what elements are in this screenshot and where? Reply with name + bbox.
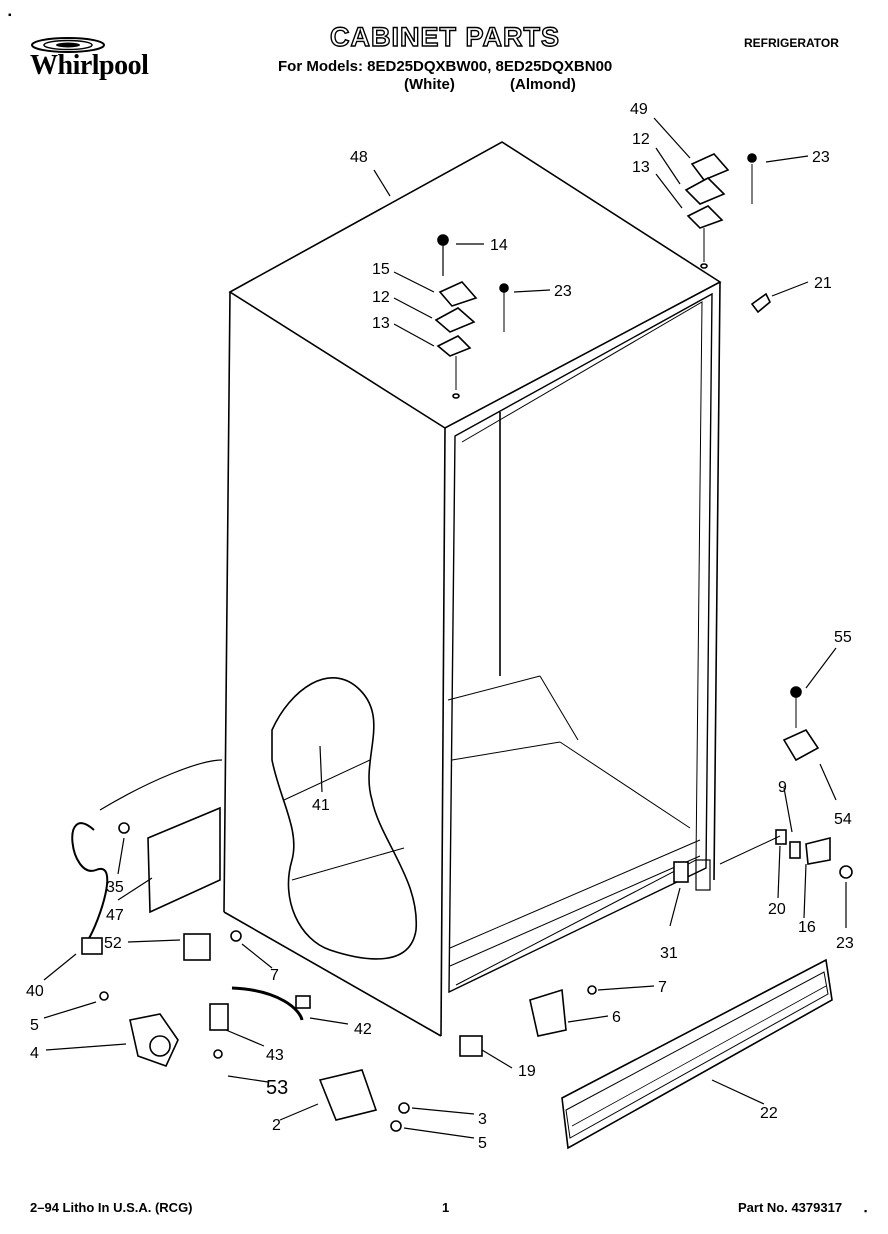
callout-19: 19 [518, 1063, 536, 1080]
color-almond: (Almond) [510, 76, 576, 93]
callout-5b: 5 [478, 1135, 487, 1152]
callout-2: 2 [272, 1117, 281, 1134]
callout-42: 42 [354, 1021, 372, 1038]
print-info: 2–94 Litho In U.S.A. (RCG) [30, 1200, 193, 1215]
top-hinge-right [684, 153, 771, 314]
callout-31: 31 [660, 945, 678, 962]
callout-9: 9 [778, 779, 787, 796]
callout-13: 13 [632, 159, 650, 176]
callout-55: 55 [834, 629, 852, 646]
callout-7b: 7 [658, 979, 667, 996]
cabinet-shell [223, 141, 722, 1037]
callout-48: 48 [350, 149, 368, 166]
whirlpool-logo-swirl-icon [31, 37, 105, 53]
models-line: For Models: 8ED25DQXBW00, 8ED25DQXBN00 [278, 58, 613, 75]
callout-23c: 23 [836, 935, 854, 952]
callout-41: 41 [312, 797, 330, 814]
corner-mark: ▪ [8, 10, 12, 21]
callout-23: 23 [812, 149, 830, 166]
control-box-and-cord [71, 759, 223, 955]
callout-47: 47 [106, 907, 124, 924]
page-number: 1 [442, 1200, 450, 1215]
part-number: Part No. 4379317 [738, 1200, 843, 1215]
callout-22: 22 [760, 1105, 778, 1122]
appliance-type: REFRIGERATOR [744, 36, 839, 50]
callout-12: 12 [632, 131, 650, 148]
color-white: (White) [404, 76, 455, 93]
page-title: CABINET PARTS [329, 21, 561, 52]
callout-14: 14 [490, 237, 508, 254]
callout-5: 5 [30, 1017, 39, 1034]
callout-54: 54 [834, 811, 852, 828]
callout-21: 21 [814, 275, 832, 292]
top-hinge-left [434, 234, 509, 399]
callout-7: 7 [270, 967, 279, 984]
callout-4: 4 [30, 1045, 39, 1062]
callout-labels: 48 49 12 13 23 14 15 12 23 13 21 55 9 54… [26, 101, 854, 1152]
callout-43: 43 [266, 1047, 284, 1064]
base-grille [561, 958, 833, 1150]
end-mark: ▪ [864, 1206, 868, 1216]
callout-13b: 13 [372, 315, 390, 332]
callout-52: 52 [104, 935, 122, 952]
callout-40: 40 [26, 983, 44, 1000]
brand-logo: Whirlpool [30, 50, 149, 81]
callout-12b: 12 [372, 289, 390, 306]
callout-23b: 23 [554, 283, 572, 300]
callout-49: 49 [630, 101, 648, 118]
callout-16: 16 [798, 919, 816, 936]
callout-6: 6 [612, 1009, 621, 1026]
callout-53: 53 [266, 1077, 288, 1099]
callout-20: 20 [768, 901, 786, 918]
leader-lines [43, 117, 847, 1139]
callout-35: 35 [106, 879, 124, 896]
lower-parts [99, 686, 853, 1132]
callout-3: 3 [478, 1111, 487, 1128]
callout-15: 15 [372, 261, 390, 278]
